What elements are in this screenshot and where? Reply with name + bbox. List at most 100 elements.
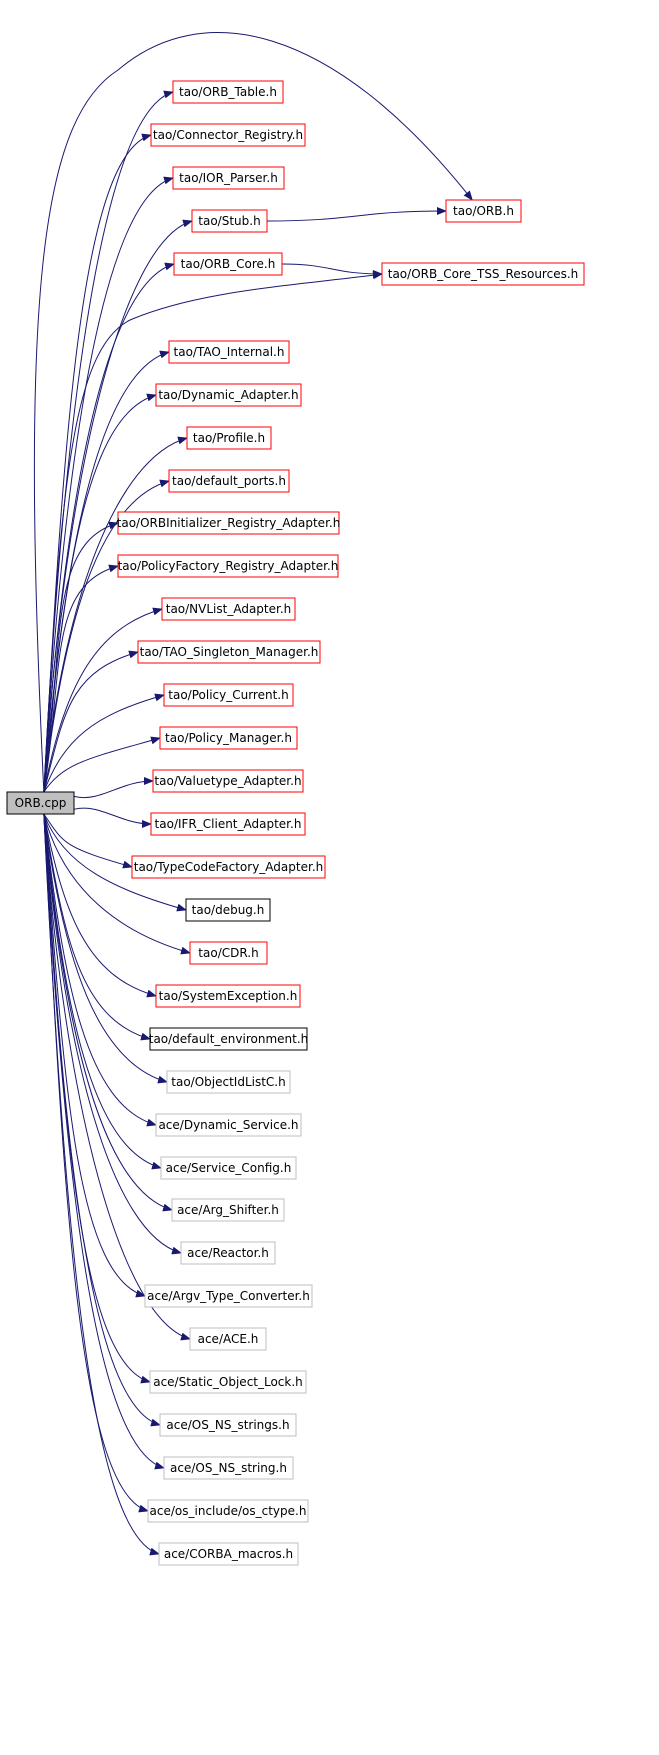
node-box [150,123,306,147]
node-box [163,683,294,707]
node-argv_type_converter[interactable]: ace/Argv_Type_Converter.h [144,1284,313,1308]
node-os_ns_string[interactable]: ace/OS_NS_string.h [163,1456,294,1480]
node-box [445,199,522,223]
node-box [117,554,339,578]
node-label: tao/TAO_Internal.h [174,345,285,359]
node-connector_registry[interactable]: tao/Connector_Registry.h [150,123,306,147]
node-label: tao/ORB_Table.h [179,85,277,99]
node-label: tao/IOR_Parser.h [179,171,278,185]
node-label: tao/ORB_Core.h [181,257,276,271]
node-label: tao/Policy_Manager.h [165,731,292,745]
node-label: ace/Service_Config.h [166,1161,292,1175]
edge-root-to-connector_registry [43,133,152,793]
node-system_exception[interactable]: tao/SystemException.h [155,984,301,1008]
node-label: ORB.cpp [15,796,67,810]
node-dynamic_service[interactable]: ace/Dynamic_Service.h [155,1113,302,1137]
node-label: tao/Valuetype_Adapter.h [154,774,301,788]
node-label: tao/debug.h [192,903,265,917]
node-ace_h[interactable]: ace/ACE.h [189,1327,267,1351]
edge-root-to-typecodefactory_adapter [43,813,133,869]
edge-root-to-default_environment [43,813,151,1041]
node-box [168,340,290,364]
edge-root-to-os_ns_string [43,813,165,1470]
node-dynamic_adapter[interactable]: tao/Dynamic_Adapter.h [155,383,302,407]
node-corba_macros[interactable]: ace/CORBA_macros.h [158,1542,299,1566]
node-label: ace/Reactor.h [187,1246,269,1260]
node-box [149,1370,307,1394]
node-typecodefactory_adapter[interactable]: tao/TypeCodeFactory_Adapter.h [131,855,326,879]
node-box [191,209,268,233]
node-default_ports[interactable]: tao/default_ports.h [168,469,290,493]
edge-root-to-dynamic_service [43,813,157,1127]
edge-root-to-argv_type_converter [43,813,146,1298]
node-debug[interactable]: tao/debug.h [185,898,271,922]
node-label: tao/ORBInitializer_Registry_Adapter.h [117,516,341,530]
edge-root-to-os_ctype [43,813,149,1513]
node-profile[interactable]: tao/Profile.h [186,426,272,450]
node-valuetype_adapter[interactable]: tao/Valuetype_Adapter.h [152,769,304,793]
node-label: tao/Stub.h [198,214,260,228]
node-box [152,769,304,793]
node-box [161,597,296,621]
node-label: tao/CDR.h [198,946,258,960]
edge-root-to-debug [43,813,187,912]
node-policy_current[interactable]: tao/Policy_Current.h [163,683,294,707]
node-box [166,1070,291,1094]
node-box [171,1198,285,1222]
node-box [155,1113,302,1137]
node-box [381,262,585,286]
node-box [168,469,290,493]
node-label: ace/Arg_Shifter.h [177,1203,279,1217]
node-label: tao/TAO_Singleton_Manager.h [140,645,319,659]
node-service_config[interactable]: ace/Service_Config.h [160,1156,297,1180]
node-orb_core_tss[interactable]: tao/ORB_Core_TSS_Resources.h [381,262,585,286]
node-box [160,1156,297,1180]
node-orb_h[interactable]: tao/ORB.h [445,199,522,223]
node-nvlist_adapter[interactable]: tao/NVList_Adapter.h [161,597,296,621]
edge-root-to-policyfactory_registry [43,564,119,793]
node-box [180,1241,276,1265]
node-static_object_lock[interactable]: ace/Static_Object_Lock.h [149,1370,307,1394]
node-objectidlist[interactable]: tao/ObjectIdListC.h [166,1070,291,1094]
edge-layer [33,32,473,1556]
node-stub[interactable]: tao/Stub.h [191,209,268,233]
node-ifr_client_adapter[interactable]: tao/IFR_Client_Adapter.h [150,812,306,836]
node-reactor[interactable]: ace/Reactor.h [180,1241,276,1265]
node-root[interactable]: ORB.cpp [6,791,75,815]
node-box [149,1027,308,1051]
edge-orb_core-to-orb_core_tss [281,263,383,278]
node-box [137,640,321,664]
edge-root-to-cdr [43,813,191,955]
node-orb_table[interactable]: tao/ORB_Table.h [172,80,284,104]
node-label: tao/ObjectIdListC.h [171,1075,285,1089]
node-label: tao/IFR_Client_Adapter.h [155,817,302,831]
node-arg_shifter[interactable]: ace/Arg_Shifter.h [171,1198,285,1222]
node-os_ns_strings[interactable]: ace/OS_NS_strings.h [159,1413,297,1437]
node-singleton_manager[interactable]: tao/TAO_Singleton_Manager.h [137,640,321,664]
node-label: tao/SystemException.h [159,989,298,1003]
node-policyfactory_registry[interactable]: tao/PolicyFactory_Registry_Adapter.h [117,554,339,578]
node-box [131,855,326,879]
node-label: ace/CORBA_macros.h [164,1547,293,1561]
node-tao_internal[interactable]: tao/TAO_Internal.h [168,340,290,364]
node-ior_parser[interactable]: tao/IOR_Parser.h [172,166,285,190]
node-label: ace/os_include/os_ctype.h [150,1504,307,1518]
edge-root-to-singleton_manager [43,650,139,793]
node-box [163,1456,294,1480]
node-box [147,1499,309,1523]
edge-root-to-system_exception [43,813,157,998]
node-box [150,812,306,836]
node-os_ctype[interactable]: ace/os_include/os_ctype.h [147,1499,309,1523]
node-orbinit_registry[interactable]: tao/ORBInitializer_Registry_Adapter.h [117,511,341,535]
edge-root-to-arg_shifter [43,813,173,1212]
node-box [189,1327,267,1351]
node-orb_core[interactable]: tao/ORB_Core.h [173,252,283,276]
edge-root-to-orb_core_tss [43,271,383,793]
node-box [189,941,268,965]
node-default_environment[interactable]: tao/default_environment.h [149,1027,309,1051]
node-cdr[interactable]: tao/CDR.h [189,941,268,965]
node-policy_manager[interactable]: tao/Policy_Manager.h [159,726,298,750]
edge-root-to-valuetype_adapter [73,777,154,799]
node-box [158,1542,299,1566]
